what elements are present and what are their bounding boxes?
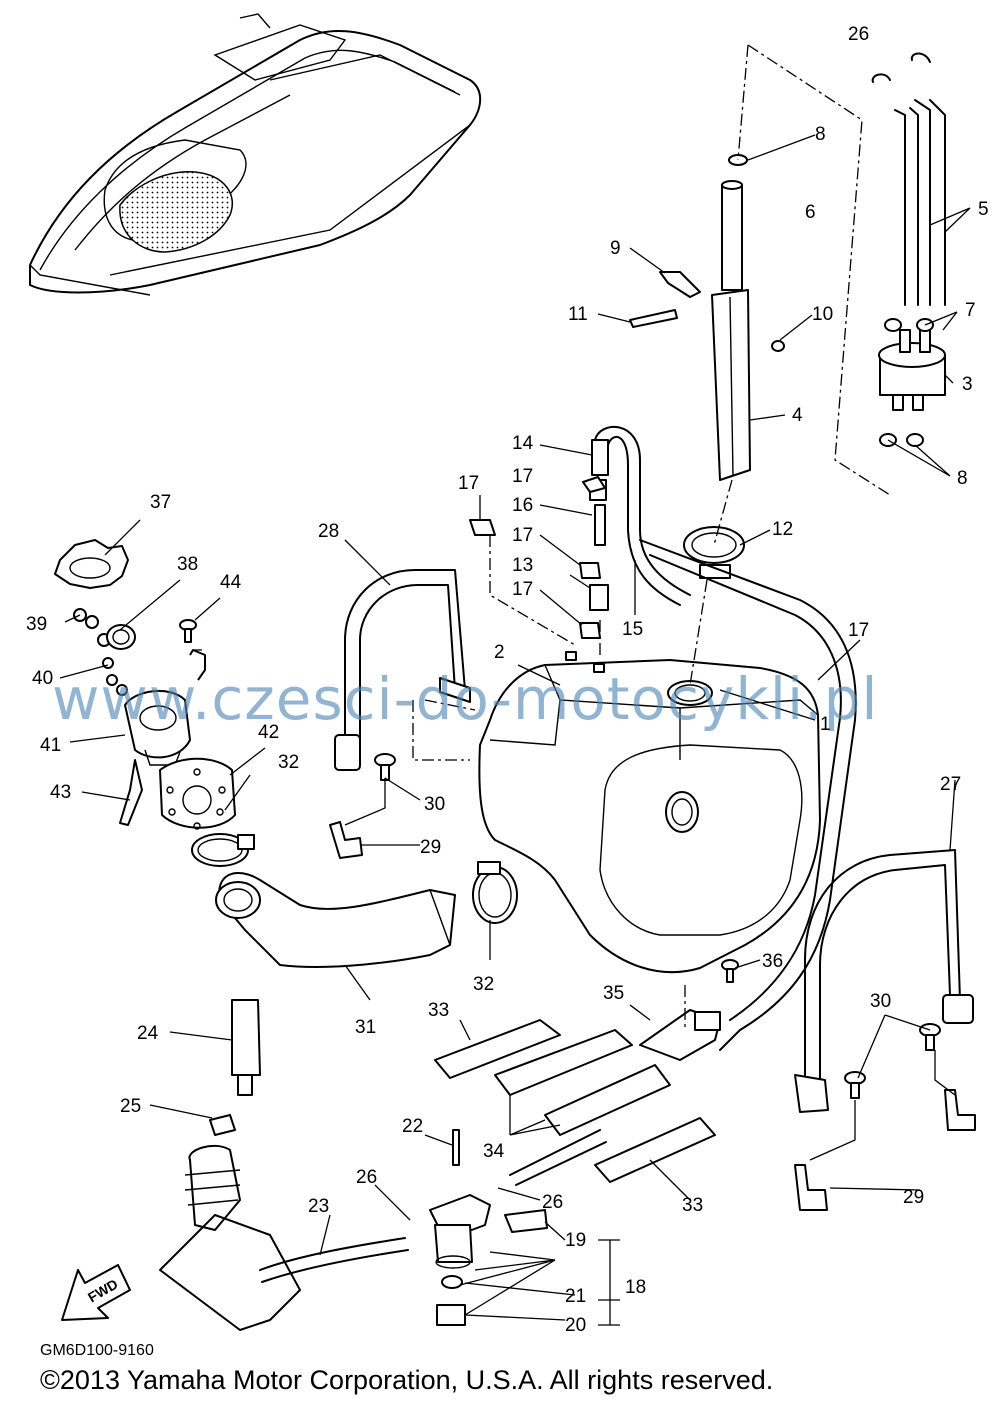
fuel-filter bbox=[429, 1129, 607, 1326]
watercraft-overview bbox=[29, 13, 482, 296]
callout-label: 17 bbox=[512, 579, 533, 600]
callout-label: 29 bbox=[903, 1187, 924, 1208]
callout-label: 25 bbox=[120, 1096, 141, 1117]
callout-label: 26 bbox=[356, 1167, 377, 1188]
callout-label: 14 bbox=[512, 433, 534, 454]
callout-label: 31 bbox=[355, 1017, 376, 1038]
callout-label: 28 bbox=[318, 521, 339, 542]
callout-label: 41 bbox=[40, 735, 61, 756]
callout-label: 13 bbox=[512, 555, 533, 576]
callout-label: 3 bbox=[962, 374, 973, 395]
callout-label: 9 bbox=[610, 238, 621, 259]
callout-label: 33 bbox=[682, 1195, 703, 1216]
callout-label: 40 bbox=[32, 668, 53, 689]
leader-lines bbox=[59, 134, 971, 1326]
callout-label: 20 bbox=[565, 1315, 586, 1336]
callout-label: 39 bbox=[26, 614, 47, 635]
callout-label: 33 bbox=[428, 1000, 449, 1021]
assembly-lines bbox=[412, 44, 891, 1030]
callout-label: 18 bbox=[625, 1277, 646, 1298]
fuel-valve bbox=[871, 52, 946, 447]
callout-label: 22 bbox=[402, 1116, 423, 1137]
callout-label: 19 bbox=[565, 1230, 586, 1251]
callout-label: 26 bbox=[542, 1192, 563, 1213]
callout-label: 17 bbox=[848, 620, 869, 641]
callout-label: 27 bbox=[940, 774, 961, 795]
callout-label: 32 bbox=[473, 974, 494, 995]
callout-label: 30 bbox=[424, 794, 445, 815]
callout-label: 26 bbox=[848, 24, 869, 45]
callout-label: 30 bbox=[870, 991, 891, 1012]
copyright-notice: ©2013 Yamaha Motor Corporation, U.S.A. A… bbox=[40, 1365, 773, 1395]
fuel-tank bbox=[478, 651, 821, 974]
pads bbox=[434, 1009, 721, 1183]
callout-label: 34 bbox=[483, 1141, 505, 1162]
watermark: www.czesci-do-motocykli.pl bbox=[52, 665, 879, 733]
callout-label: 8 bbox=[815, 124, 826, 145]
callout-label: 5 bbox=[978, 199, 989, 220]
filler-cap-assembly bbox=[54, 539, 255, 867]
filler-pipe bbox=[629, 154, 785, 579]
drain-assembly bbox=[61, 999, 409, 1331]
callout-label: 36 bbox=[762, 951, 783, 972]
callout-label: 8 bbox=[957, 468, 968, 489]
callout-label: 42 bbox=[258, 722, 279, 743]
callout-label: 7 bbox=[965, 300, 976, 321]
callout-label: 29 bbox=[420, 837, 441, 858]
callout-label: 17 bbox=[512, 525, 533, 546]
callout-label: 16 bbox=[512, 495, 533, 516]
callout-label: 24 bbox=[137, 1023, 159, 1044]
callout-label: 43 bbox=[50, 782, 71, 803]
callout-label: 17 bbox=[512, 466, 533, 487]
callout-label: 32 bbox=[278, 752, 299, 773]
callout-label: 6 bbox=[805, 202, 816, 223]
filler-hose bbox=[215, 861, 518, 968]
diagram-code: GM6D100-9160 bbox=[40, 1342, 154, 1359]
callout-label: 38 bbox=[177, 554, 198, 575]
callout-label: 44 bbox=[220, 572, 242, 593]
callout-label: 15 bbox=[622, 619, 643, 640]
callout-label: 37 bbox=[150, 492, 171, 513]
callout-label: 12 bbox=[772, 519, 793, 540]
callout-label: 23 bbox=[308, 1196, 329, 1217]
callout-label: 17 bbox=[458, 473, 479, 494]
callout-label: 11 bbox=[568, 304, 588, 325]
callout-label: 10 bbox=[812, 304, 833, 325]
callout-labels: 1 2 3 4 5 6 7 8 8 9 10 11 12 13 14 15 16… bbox=[26, 24, 989, 1336]
callout-label: 2 bbox=[494, 642, 505, 663]
callout-label: 1 bbox=[820, 714, 831, 735]
callout-label: 35 bbox=[603, 983, 624, 1004]
callout-label: 21 bbox=[565, 1286, 586, 1307]
callout-label: 4 bbox=[792, 405, 803, 426]
breather-hose bbox=[469, 426, 857, 1051]
